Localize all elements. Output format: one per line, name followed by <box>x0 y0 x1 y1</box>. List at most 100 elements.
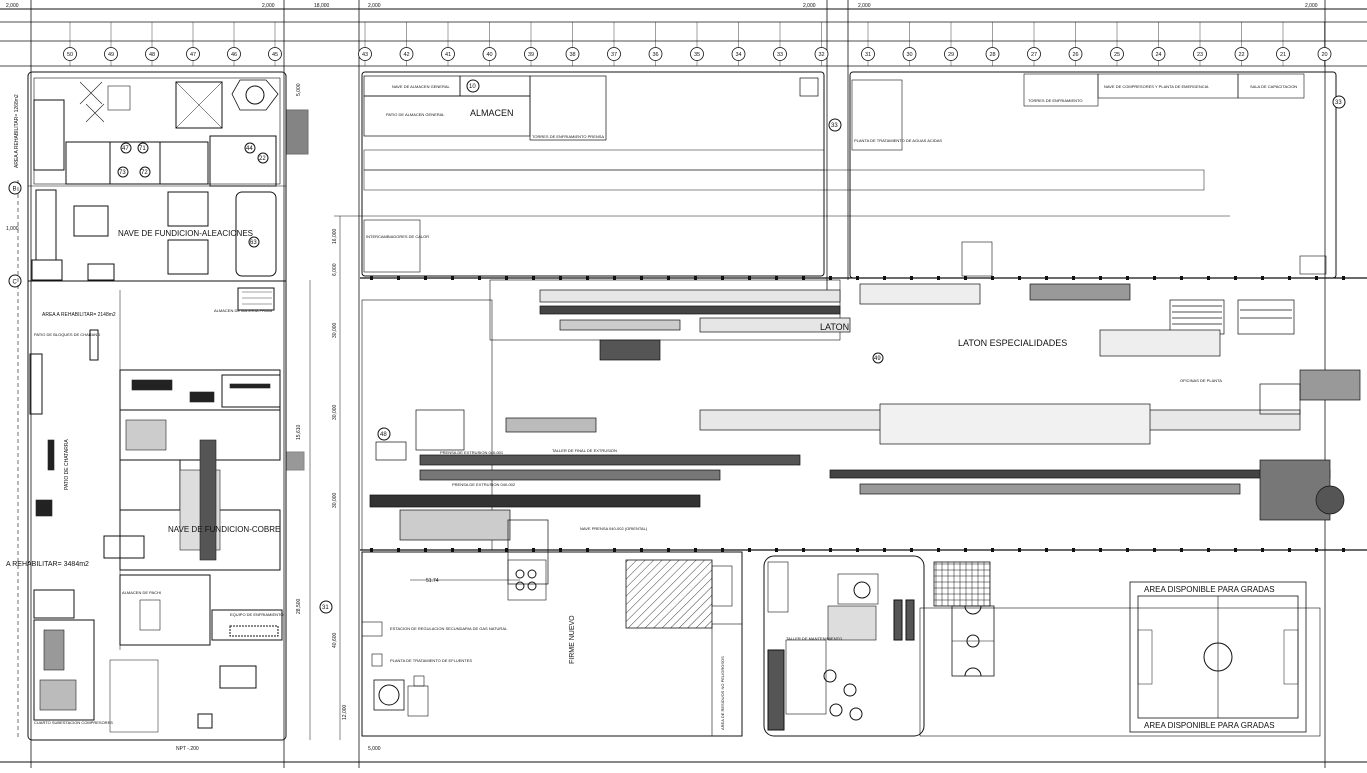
axis-bubble <box>1068 47 1083 61</box>
room-number: 71 <box>139 146 146 152</box>
axis-bubble-label: 28 <box>989 52 995 58</box>
axis-bubble-label: 22 <box>1238 52 1244 58</box>
axis-bubble-label: 45 <box>272 52 278 58</box>
axis-bubble <box>482 47 497 61</box>
dim-text: 6,000 <box>332 263 338 276</box>
column-dot <box>1261 276 1264 280</box>
column-dot <box>775 548 778 552</box>
axis-bubble <box>565 47 580 61</box>
axis-bubble-label: 20 <box>1321 52 1327 58</box>
axis-bubble <box>524 47 538 61</box>
dim-text: 5,000 <box>296 83 302 96</box>
dim-text: 40,600 <box>332 632 338 648</box>
axis-bubble <box>1193 47 1207 61</box>
column-dot <box>640 276 643 280</box>
dim-text: 51.74 <box>426 578 439 584</box>
label-cuarto-subestacion: CUARTO SUBESTACION COMPRESORES <box>34 720 113 725</box>
column-dot <box>1126 548 1129 552</box>
dim-text: 2,000 <box>803 3 816 9</box>
area-number: 33 <box>1335 100 1342 106</box>
axis-bubble-label: 27 <box>1031 52 1037 58</box>
dim-text: 28,500 <box>296 598 302 614</box>
column-dot <box>1234 276 1237 280</box>
dim-text: 30,000 <box>332 404 338 420</box>
axis-bubble <box>690 47 704 61</box>
column-dot <box>829 276 832 280</box>
column-dot <box>910 548 913 552</box>
label-patio-bloques: PATIO DE BLOQUES DE CHARANG <box>34 332 100 337</box>
column-dot <box>1261 548 1264 552</box>
label-laton-especialidades: LATON ESPECIALIDADES <box>958 338 1067 348</box>
column-dot <box>1342 276 1345 280</box>
room-number: 63 <box>250 240 257 246</box>
axis-bubble <box>944 47 958 61</box>
axis-bubble-label: 50 <box>67 52 73 58</box>
dim-text: 15,610 <box>296 424 302 440</box>
column-dot <box>1018 548 1021 552</box>
axis-bubble-label: 32 <box>818 52 824 58</box>
axis-bubble <box>268 47 282 61</box>
axis-bubble <box>861 47 875 61</box>
label-intercambiadores: INTERCAMBIADORES DE CALOR <box>366 234 429 239</box>
column-dot <box>748 276 751 280</box>
label-area-gradas-top: AREA DISPONIBLE PARA GRADAS <box>1144 585 1275 594</box>
column-dot <box>478 276 481 280</box>
dim-text: 5,000 <box>368 746 381 752</box>
column-dot <box>748 548 751 552</box>
column-dot <box>694 548 697 552</box>
column-dot <box>478 548 481 552</box>
column-dot <box>586 548 589 552</box>
top-dimensions: 2,000 2,000 18,000 2,000 2,000 2,000 2,0… <box>6 3 1318 9</box>
dim-text: 2,000 <box>262 3 275 9</box>
axis-bubble-label: 31 <box>865 52 871 58</box>
room-number: 31 <box>322 605 329 611</box>
column-dot <box>829 548 832 552</box>
column-dot <box>991 548 994 552</box>
column-dot <box>1180 276 1183 280</box>
dim-text: 30,000 <box>332 492 338 508</box>
column-dot <box>640 548 643 552</box>
axis-bubble <box>731 47 746 61</box>
column-dot <box>964 548 967 552</box>
axis-bubble <box>814 47 829 61</box>
axis-bubble-label: 47 <box>190 52 196 58</box>
axis-bubble-label: 40 <box>486 52 492 58</box>
column-dot <box>721 548 724 552</box>
axis-bubble-label: 30 <box>906 52 912 58</box>
label-almacen-pachi: ALMACEN DE PACHI <box>122 590 161 595</box>
column-dot <box>532 548 535 552</box>
label-taller-mantenimiento: TALLER DE MANTENIMIENTO <box>786 636 842 641</box>
label-area-rehabilitar-3: A REHABILITAR= 3484m2 <box>6 561 89 568</box>
axis-bubble <box>773 47 787 61</box>
label-nave-fundicion-cobre: NAVE DE FUNDICION-COBRE <box>168 525 280 534</box>
label-nave-compresores: NAVE DE COMPRESORES Y PLANTA DE EMERGENC… <box>1104 84 1209 89</box>
label-almacen-mat-prima: ALMACEN DE MATERIA PRIMA <box>214 308 272 313</box>
label-planta-tratamiento-aguas: PLANTA DE TRATAMIENTO DE AGUAS ACIDAS <box>854 138 942 143</box>
column-dot <box>451 276 454 280</box>
column-dot <box>505 276 508 280</box>
column-dot <box>1153 548 1156 552</box>
column-dot <box>775 276 778 280</box>
column-dot <box>1099 548 1102 552</box>
label-sala-capacitacion: SALA DE CAPACITACION <box>1250 84 1297 89</box>
axis-bubble <box>1151 47 1166 61</box>
dim-text: 1,000 <box>6 226 19 232</box>
row-marker-label: B <box>13 187 17 193</box>
column-dot <box>883 276 886 280</box>
column-dot <box>964 276 967 280</box>
label-firme-nuevo: FIRME NUEVO <box>569 615 576 664</box>
column-dot <box>559 276 562 280</box>
axis-bubble <box>441 47 455 61</box>
dim-text: 2,000 <box>368 3 381 9</box>
column-dot <box>559 548 562 552</box>
room-number: 72 <box>141 170 148 176</box>
main-plant-numbers: 10 33 33 48 49 <box>377 79 1346 441</box>
label-area-gradas-bottom: AREA DISPONIBLE PARA GRADAS <box>1144 721 1275 730</box>
column-dot <box>1126 276 1129 280</box>
column-dot <box>937 276 940 280</box>
dim-text: 12,000 <box>342 704 348 720</box>
column-dot <box>1207 548 1210 552</box>
axis-bubble-label: 42 <box>403 52 409 58</box>
